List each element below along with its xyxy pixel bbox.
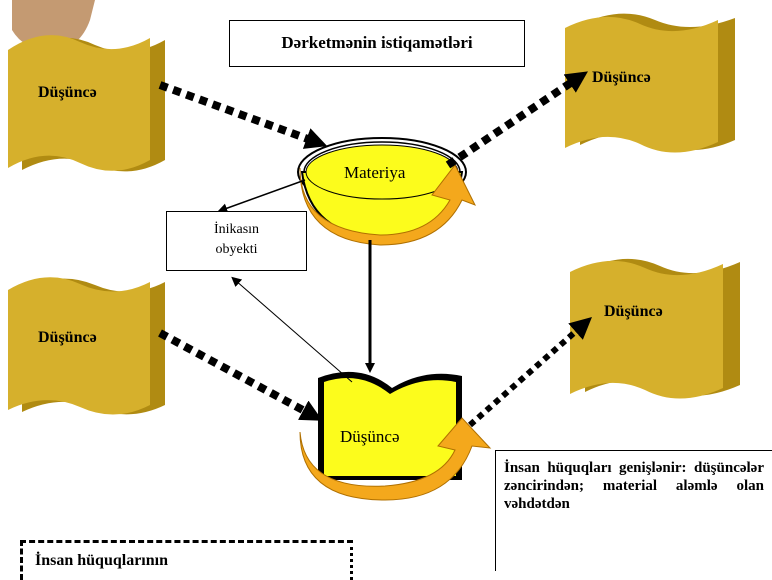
reflection-object-line1: İnikasın bbox=[213, 222, 260, 237]
arrow-materia-to-object bbox=[217, 179, 306, 214]
arrow-materia-to-topright bbox=[445, 71, 588, 169]
thought-center-node: Düşüncə bbox=[299, 371, 492, 501]
arrow-center-to-object bbox=[231, 276, 353, 383]
scroll-thought-mid-right: Düşüncə bbox=[570, 258, 740, 399]
thought-top-right-label: Düşüncə bbox=[592, 69, 651, 86]
materia-node: Materiya bbox=[297, 137, 477, 246]
thought-mid-right-label: Düşüncə bbox=[604, 303, 663, 320]
arrow-topleft-to-materia bbox=[158, 81, 328, 149]
thought-top-left-label: Düşüncə bbox=[38, 84, 97, 101]
scroll-thought-top-right: Düşüncə bbox=[565, 13, 735, 153]
thought-center-label: Düşüncə bbox=[340, 427, 399, 446]
human-rights-box: İnsan hüquqlarının bbox=[20, 540, 353, 580]
rights-expand-note: İnsan hüquqları genişlənir: düşüncələr z… bbox=[495, 450, 772, 571]
thought-mid-left-label: Düşüncə bbox=[38, 329, 97, 346]
scroll-thought-top-left: Düşüncə bbox=[8, 35, 165, 172]
arrow-midleft-to-center bbox=[158, 329, 323, 421]
arrow-center-to-midright bbox=[468, 317, 592, 428]
reflection-object-line2: obyekti bbox=[215, 242, 258, 257]
hand-shape bbox=[12, 0, 95, 51]
diagram-title: Dərketmənin istiqamətləri bbox=[229, 20, 525, 67]
materia-label: Materiya bbox=[344, 163, 406, 182]
reflection-object-box: İnikasın obyekti bbox=[166, 211, 307, 271]
scroll-thought-mid-left: Düşüncə bbox=[8, 277, 165, 415]
